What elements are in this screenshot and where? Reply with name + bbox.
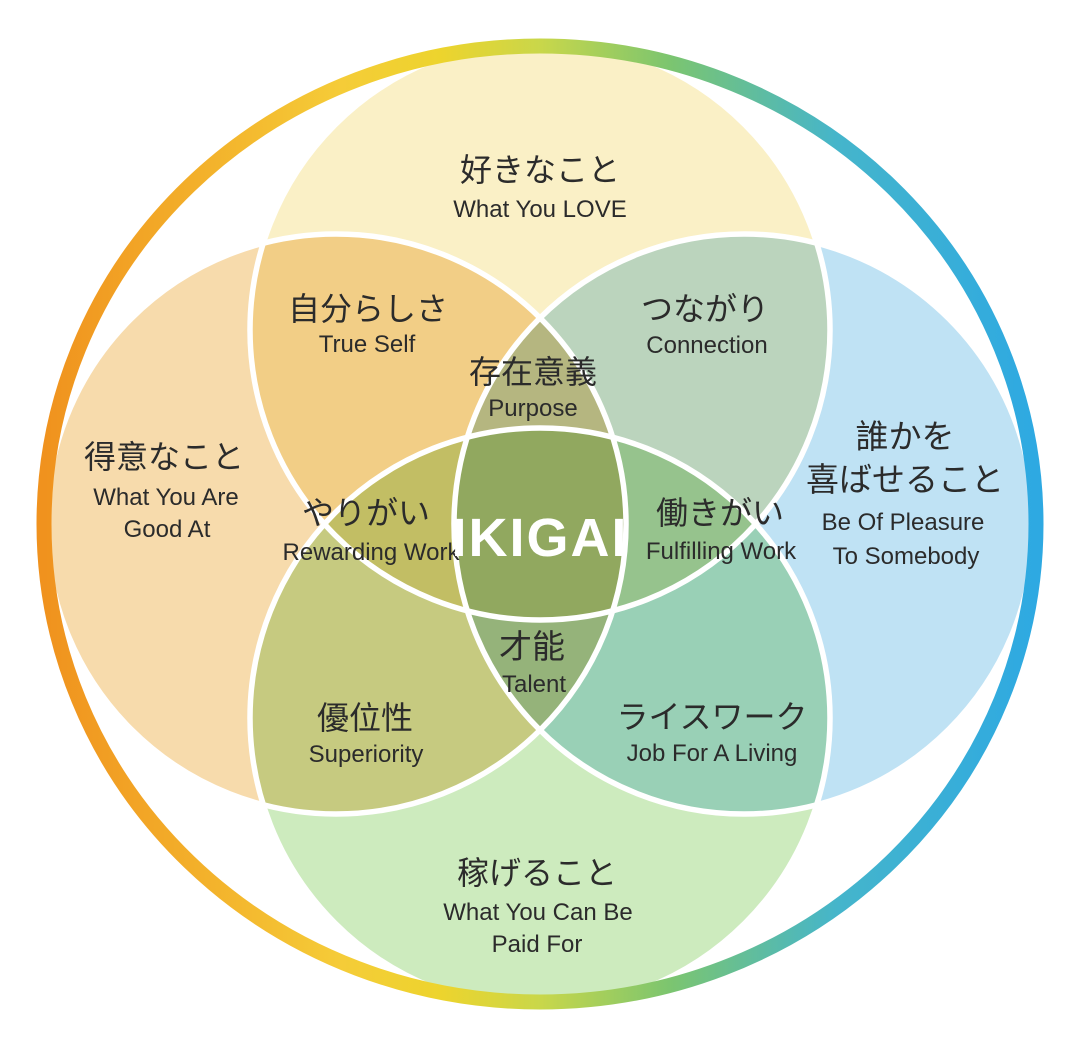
label-ikigai-center: IKIGAI	[451, 508, 628, 568]
label-love-en: What You LOVE	[453, 196, 626, 223]
label-good-at-en2: Good At	[124, 516, 211, 543]
label-superiority-jp: 優位性	[317, 700, 413, 736]
label-paid-for-en2: Paid For	[492, 931, 583, 958]
label-good-at-en1: What You Are	[93, 484, 238, 511]
label-pleasure-en1: Be Of Pleasure	[822, 509, 985, 536]
label-pleasure-jp2: 喜ばせること	[806, 461, 1004, 498]
label-pleasure-en2: To Somebody	[833, 543, 980, 570]
label-love-jp: 好きなこと	[460, 152, 620, 188]
label-rewarding-work-en: Rewarding Work	[283, 539, 461, 566]
label-rewarding-work-jp: やりがい	[302, 495, 430, 531]
label-good-at-jp: 得意なこと	[84, 439, 244, 475]
label-paid-for-jp: 稼げること	[457, 855, 617, 891]
label-fulfilling-work-en: Fulfilling Work	[646, 538, 797, 565]
label-pleasure-jp1: 誰かを	[856, 418, 955, 455]
region-labels: 好きなこと What You LOVE 自分らしさ True Self つながり…	[84, 152, 1004, 958]
label-true-self-jp: 自分らしさ	[288, 291, 448, 327]
label-paid-for-en1: What You Can Be	[443, 899, 632, 926]
outer-gradient-ring	[36, 38, 1044, 1010]
label-talent-jp: 才能	[499, 628, 565, 665]
venn-circle-fills	[46, 40, 1034, 1008]
circle-what-you-can-be-paid-for-fill	[250, 428, 830, 1008]
label-talent-en: Talent	[502, 671, 566, 698]
label-purpose-en: Purpose	[488, 395, 577, 422]
label-rice-work-en: Job For A Living	[627, 740, 798, 767]
label-rice-work-jp: ライスワーク	[616, 699, 807, 735]
label-connection-jp: つながり	[641, 291, 769, 327]
label-fulfilling-work-jp: 働きがい	[656, 495, 784, 531]
label-connection-en: Connection	[646, 332, 767, 359]
label-true-self-en: True Self	[319, 331, 416, 358]
label-superiority-en: Superiority	[309, 741, 424, 768]
label-purpose-jp: 存在意義	[469, 354, 597, 390]
